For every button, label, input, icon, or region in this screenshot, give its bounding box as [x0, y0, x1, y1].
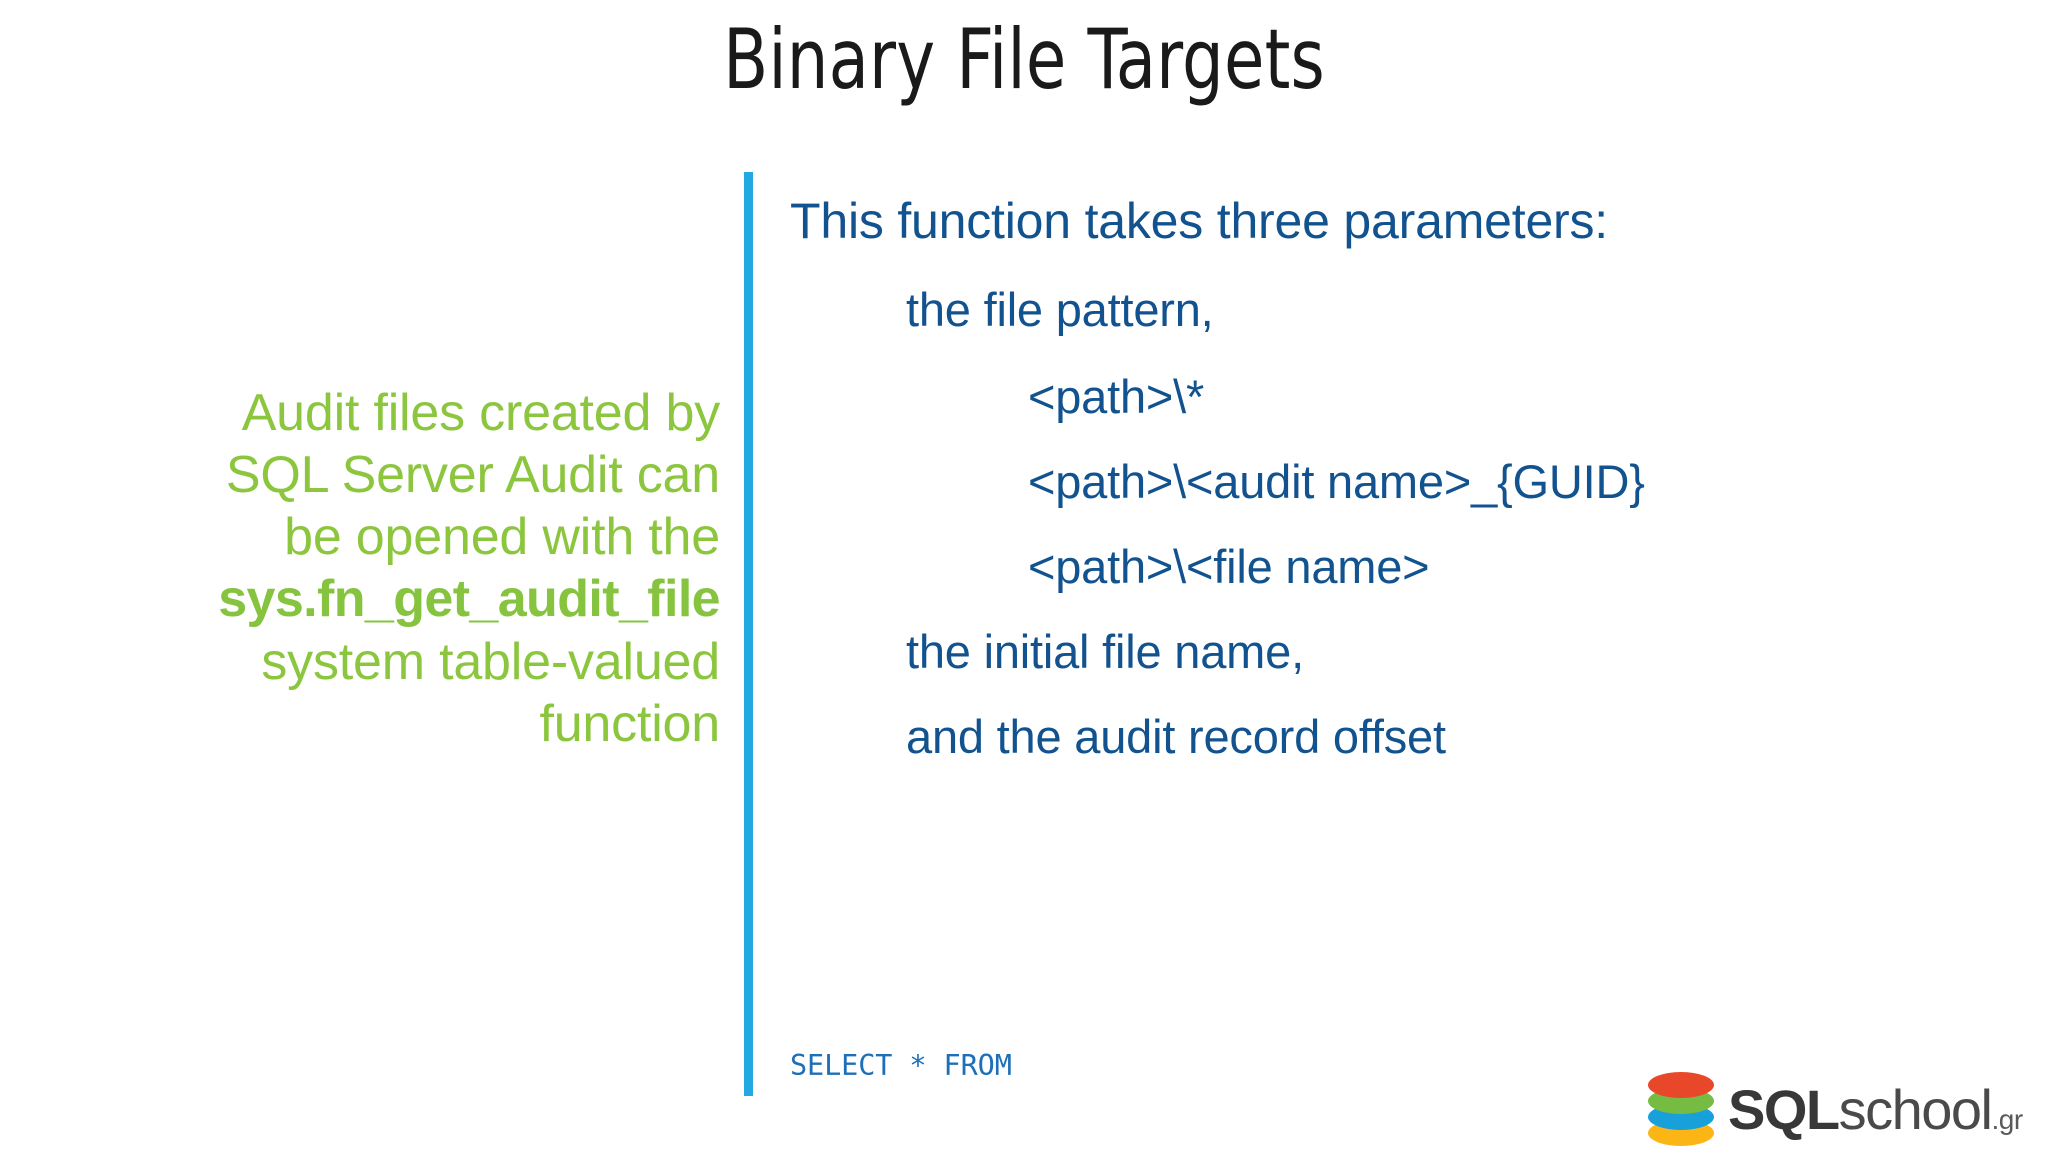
- intro-text: This function takes three parameters:: [790, 193, 1608, 249]
- logo-tld-text: .gr: [1991, 1104, 2024, 1135]
- database-stack-icon: [1648, 1072, 1714, 1148]
- left-line-1: Audit files created by: [241, 384, 721, 442]
- pattern-item-1: <path>\*: [1028, 370, 1205, 423]
- left-line-4: system table-valued: [261, 632, 720, 691]
- logo-school-text: school: [1838, 1078, 1993, 1141]
- left-function-name: sys.fn_get_audit_file: [218, 570, 720, 629]
- database-band-orange: [1648, 1072, 1714, 1098]
- right-content-block: This function takes three parameters: th…: [790, 196, 2020, 798]
- left-line-3: be opened with the: [284, 508, 720, 567]
- param-initial-file-name: the initial file name,: [906, 625, 1304, 678]
- sqlschool-logo: SQL school .gr: [1648, 1072, 2023, 1148]
- logo-sql-text: SQL: [1728, 1078, 1840, 1141]
- vertical-accent-bar: [744, 172, 753, 1096]
- left-line-2: SQL Server Audit can: [225, 446, 720, 505]
- sql-code-block: SELECT * FROM sys.fn_get_audit_file('X:\…: [790, 965, 1762, 1152]
- logo-wordmark: SQL school .gr: [1728, 1082, 2023, 1138]
- pattern-item-2: <path>\<audit name>_{GUID}: [1028, 455, 1645, 508]
- sql-code-line-1: SELECT * FROM: [790, 1048, 1012, 1082]
- left-line-5: function: [539, 694, 720, 753]
- pattern-item-3: <path>\<file name>: [1028, 540, 1430, 593]
- left-description-block: Audit files created by SQL Server Audit …: [60, 382, 720, 755]
- param-file-pattern: the file pattern,: [906, 283, 1214, 336]
- page-title: Binary File Targets: [723, 11, 1325, 108]
- param-audit-record-offset: and the audit record offset: [906, 710, 1446, 763]
